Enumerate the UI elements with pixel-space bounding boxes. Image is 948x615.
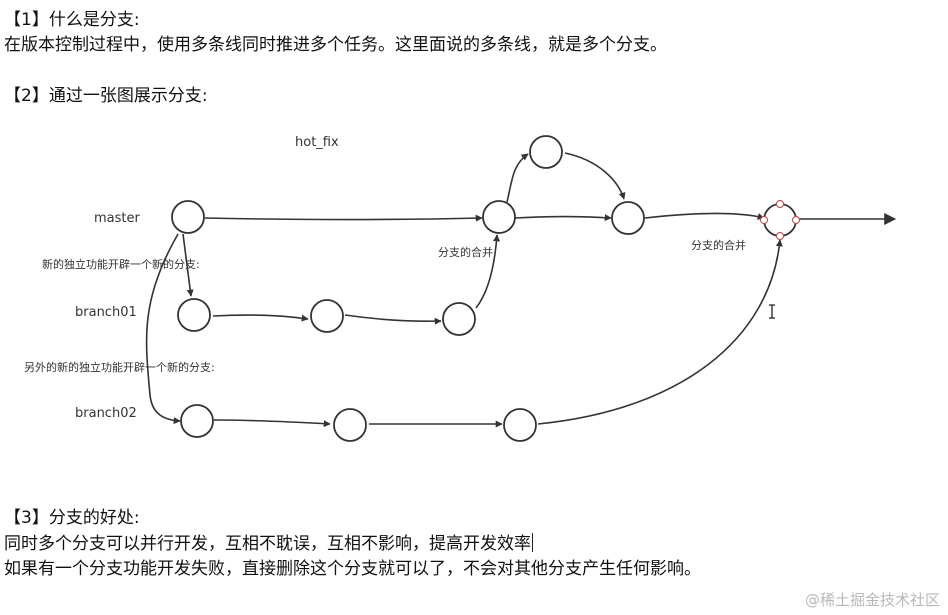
section3-line1: 同时多个分支可以并行开发，互相不耽误，互相不影响，提高开发效率 [4, 533, 533, 554]
edge-b1a-to-b1b [212, 314, 309, 322]
node-master-3 [611, 201, 645, 235]
edge-master3-to-final [644, 212, 765, 220]
handle-bottom [776, 232, 784, 240]
handle-top [776, 200, 784, 208]
label-branch01: branch01 [75, 305, 137, 320]
section1-text: 在版本控制过程中，使用多条线同时推进多个任务。这里面说的多条线，就是多个分支。 [4, 35, 667, 55]
edge-master-to-branch02 [145, 233, 181, 425]
handle-left [760, 216, 768, 224]
node-branch01-2 [310, 299, 344, 333]
node-branch02-3 [503, 408, 537, 442]
note-branch01: 新的独立功能开辟一个新的分支: [42, 257, 200, 271]
edge-hotfix-to-master3 [564, 152, 626, 200]
text-caret [532, 533, 533, 552]
section1-heading: 【1】什么是分支: [4, 10, 140, 30]
node-branch02-2 [333, 408, 367, 442]
note-branch02: 另外的新的独立功能开辟一个新的分支: [24, 360, 215, 374]
edge-b2c-to-final [537, 239, 783, 425]
handle-right [792, 216, 800, 224]
edge-b1c-to-merge1 [475, 234, 501, 309]
node-merge-final [763, 203, 797, 237]
edge-b1b-to-b1c [344, 314, 442, 325]
section2-heading: 【2】通过一张图展示分支: [4, 86, 208, 106]
edge-master-to-branch01 [182, 233, 194, 297]
edge-master-to-merge1 [204, 214, 483, 222]
label-merge-2: 分支的合并 [691, 238, 746, 252]
node-branch01-3 [442, 302, 476, 336]
edge-merge1-to-hotfix [506, 153, 529, 203]
text-cursor-icon [769, 304, 775, 319]
node-branch02-1 [180, 404, 214, 438]
section3-heading: 【3】分支的好处: [4, 508, 140, 528]
section3-line1-text: 同时多个分支可以并行开发，互相不耽误，互相不影响，提高开发效率 [4, 534, 531, 554]
node-branch01-1 [177, 298, 211, 332]
label-master: master [94, 211, 140, 226]
branch-diagram: hot_fix master branch01 branch02 新的独立功能开… [24, 135, 897, 442]
node-merge-1 [482, 200, 516, 234]
watermark: @稀土掘金技术社区 [804, 591, 940, 609]
label-branch02: branch02 [75, 406, 137, 421]
node-master-start [171, 200, 205, 234]
edge-b2a-to-b2b [213, 419, 331, 428]
label-merge-1: 分支的合并 [438, 245, 493, 259]
section3-line2: 如果有一个分支功能开发失败，直接删除这个分支就可以了，不会对其他分支产生任何影响… [4, 559, 701, 579]
node-hotfix [529, 135, 563, 169]
edge-merge1-to-master3 [514, 214, 612, 222]
label-hot-fix: hot_fix [295, 135, 339, 150]
